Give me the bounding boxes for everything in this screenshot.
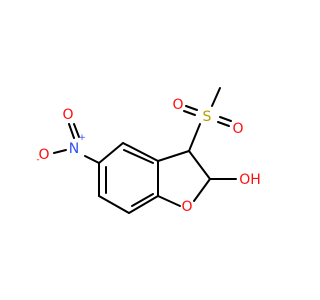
nitro-oxygen-bottom-charge: - [36,155,39,165]
bond-c3a-c4 [122,142,159,162]
bond-o1-c7a [157,195,181,207]
bond-n-o-bottom [53,149,67,154]
nitro-oxygen-bottom-label: O [38,147,49,163]
bond-n-o-top-a [68,123,75,139]
bond-c7-c7a [128,195,159,214]
bond-c3a-c3 [157,150,190,162]
bond-s-o-right-a [219,116,232,122]
bond-s-ch3 [211,87,221,107]
bond-c4-c4-inner [123,149,154,164]
bond-s-o-right-b [217,121,230,127]
sulfonyl-oxygen-right-label: O [232,121,243,137]
bond-c3-s [188,123,201,152]
nitro-nitrogen-label: N [69,141,79,157]
bond-c6-c7 [98,195,130,214]
bonds [53,87,237,214]
structure-diagram: S O O O OH N + O O - [36,87,261,215]
ring-oxygen-label: O [181,199,192,215]
molecule-canvas: S O O O OH N + O O - [36,87,261,215]
atom-labels: S O O O OH N + O O - [36,97,260,215]
bond-c3-c2 [188,150,211,180]
bond-c2-o1 [193,178,211,202]
hydroxyl-label: OH [239,172,261,188]
nitro-oxygen-top-label: O [62,107,73,123]
bond-c4-c5 [98,142,124,164]
sulfonyl-oxygen-left-label: O [172,97,183,113]
bond-s-o-left-b [183,110,196,116]
bond-n-o-top-b [73,123,80,138]
bond-c7-c7a-inner [131,193,154,207]
nitro-nitrogen-charge: + [78,133,86,143]
bond-c5-n [84,155,100,164]
sulfur-atom-label: S [203,109,212,125]
bond-s-o-left-a [185,105,198,111]
